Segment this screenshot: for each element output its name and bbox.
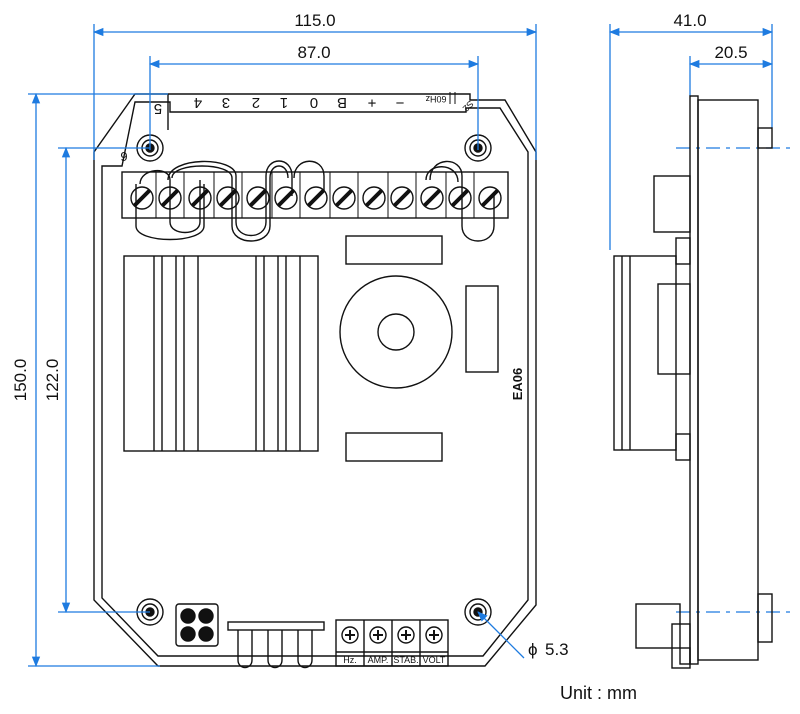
jumper-link-mid xyxy=(167,160,293,237)
component-right xyxy=(465,285,499,373)
dim-hole-diameter-symbol: ϕ xyxy=(528,640,538,659)
pot-label-volt: VOLT xyxy=(423,655,446,665)
terminal-screw xyxy=(390,172,417,218)
terminal-screw xyxy=(420,172,447,218)
pot-knob xyxy=(341,626,359,644)
component-top xyxy=(345,235,443,265)
board-outline xyxy=(93,93,537,667)
plug-connector xyxy=(175,603,219,647)
unit-label: Unit : mm xyxy=(560,683,638,703)
terminal-screw xyxy=(478,186,502,210)
side-connector xyxy=(635,603,681,649)
front-view xyxy=(93,93,537,669)
terminal-label-6: 6 xyxy=(120,149,127,164)
pot-label-hz: Hz. xyxy=(343,655,357,665)
terminal-labels: 5 4 3 2 1 0 B + − 60Hz S2 6 xyxy=(120,94,475,164)
side-component-top xyxy=(653,175,691,233)
terminal-label-60hz: 60Hz xyxy=(425,94,447,104)
terminal-label-5: 5 xyxy=(154,100,162,117)
pot-label-amp: AMP. xyxy=(368,655,389,665)
pot-knob xyxy=(369,626,387,644)
terminal-label-3: 3 xyxy=(222,94,230,111)
dim-overall-height: 150.0 xyxy=(11,359,30,402)
terminal-screw xyxy=(188,172,215,218)
terminal-label-plus: + xyxy=(367,94,376,111)
dim-overall-width: 115.0 xyxy=(294,11,335,30)
pot-labels: Hz. AMP. STAB. VOLT xyxy=(343,655,446,665)
terminal-label-1: 1 xyxy=(280,94,288,111)
dim-half-depth: 20.5 xyxy=(714,43,747,62)
side-view xyxy=(613,95,773,669)
terminal-screw xyxy=(246,172,273,218)
transformer-inner xyxy=(377,313,415,351)
terminal-screw xyxy=(332,172,359,218)
terminal-screw xyxy=(362,172,389,218)
terminal-screw xyxy=(216,172,243,218)
heatsink xyxy=(123,255,319,452)
dim-mount-width: 87.0 xyxy=(297,43,330,62)
terminal-screw xyxy=(448,172,475,218)
board-inner-outline xyxy=(101,101,529,657)
dim-mount-height: 122.0 xyxy=(43,359,62,402)
terminal-label-2: 2 xyxy=(252,94,260,111)
terminal-label-0a: 0 xyxy=(310,94,318,111)
terminal-label-b: B xyxy=(337,94,347,111)
terminal-screw xyxy=(304,172,331,218)
pot-knob xyxy=(425,626,443,644)
jumper-link-right xyxy=(429,160,495,242)
side-heatsink xyxy=(613,255,677,451)
dim-depth: 41.0 xyxy=(673,11,706,30)
pot-knob xyxy=(397,626,415,644)
pot-block xyxy=(335,619,449,667)
jumper-link-left xyxy=(139,170,201,234)
dim-hole-diameter: 5.3 xyxy=(545,640,569,659)
terminal-screw xyxy=(130,172,157,218)
transformer-outer xyxy=(339,275,453,389)
terminal-block xyxy=(121,171,509,219)
side-board xyxy=(689,95,699,665)
pot-label-stab: STAB. xyxy=(393,655,418,665)
component-bottom xyxy=(345,432,443,462)
terminal-screw xyxy=(274,172,301,218)
model-label: EA06 xyxy=(510,368,525,401)
terminal-label-4: 4 xyxy=(194,94,202,111)
terminal-screws xyxy=(130,172,502,218)
terminal-label-minus: − xyxy=(395,94,404,111)
bottom-leads xyxy=(227,621,325,669)
terminal-screw xyxy=(158,172,185,218)
